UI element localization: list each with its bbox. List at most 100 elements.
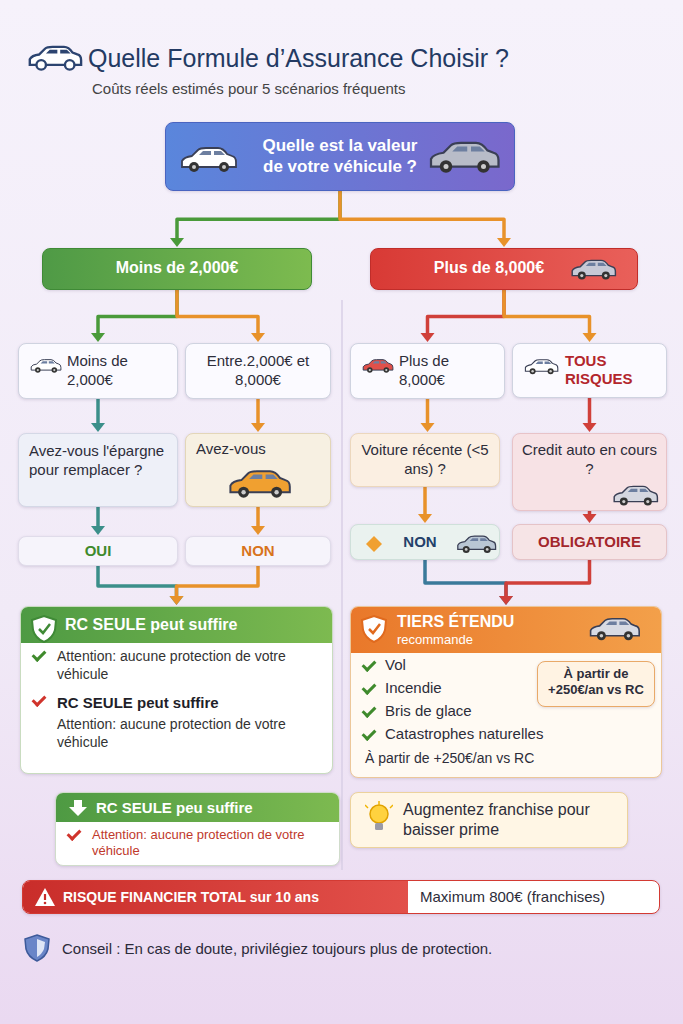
diamond-icon (365, 535, 383, 553)
flow-arrow (583, 511, 597, 523)
connector-line (256, 507, 260, 528)
title-car-icon (30, 47, 81, 70)
flow-box: Entre.2,000€ et 8,000€ (185, 343, 331, 399)
flow-box: Avez-vous (185, 433, 331, 507)
flow-arrow (340, 191, 511, 248)
flow-box: Avez-vous l'épargne pour remplacer ? (18, 433, 178, 507)
flow-arrow (504, 290, 597, 342)
node-text: Avez-vous l'épargne pour remplacer ? (29, 442, 167, 480)
node-text: Credit auto en cours ? (521, 441, 658, 479)
car-icon (29, 358, 62, 375)
flow-arrow (177, 290, 265, 342)
divider-line (341, 300, 343, 870)
arrow-head (251, 423, 265, 432)
node-text: Attention: aucune protection de votre vé… (21, 711, 332, 756)
title: Quelle Formule d’Assurance Choisir ? (88, 44, 509, 73)
arrow-head (170, 596, 184, 605)
connector-line (177, 290, 258, 335)
node-text: OUI (24, 542, 172, 559)
car-icon (455, 534, 497, 555)
arrow-head (91, 526, 105, 535)
warning-icon (34, 887, 56, 907)
flow-arrow (170, 191, 340, 248)
node-text: RC SEULE peut suffire (21, 688, 332, 711)
result-panel: TIERS ÉTENDUrecommandeVolIncendieBris de… (350, 606, 662, 778)
car-icon (611, 484, 659, 508)
connector-line (340, 191, 504, 241)
connector-line (426, 399, 430, 426)
result-panel: RC SEULE peut suffireAttention: aucune p… (20, 606, 333, 774)
lightbulb-icon (365, 801, 393, 837)
connector-line (98, 290, 177, 335)
flow-box: TOUS RISQUES (512, 343, 667, 398)
result-panel: RC SEULE peu suffireAttention: aucune pr… (55, 792, 340, 866)
car-icon (523, 358, 559, 376)
caption: Coûts réels estimés pour 5 scénarios fré… (92, 80, 405, 97)
node-text: Plus de 8,000€ (411, 259, 567, 277)
node-text: Quelle est la valeur de votre véhicule ? (252, 135, 428, 178)
arrow-head (583, 514, 597, 523)
shield-icon (361, 615, 387, 643)
node-text: Moins de 2,000€ (67, 352, 169, 390)
arrow-head (251, 526, 265, 535)
node-text: Augmentez franchise pour baisser prime (403, 800, 617, 840)
node-text: Voiture récente (<5 ans) ? (359, 441, 491, 479)
car-icon (226, 468, 292, 501)
flow-box: À partir de +250€/an vs RC (537, 661, 655, 707)
shield-icon (31, 615, 57, 643)
risk-bar: RISQUE FINANCIER TOTAL sur 10 ansMaximum… (22, 880, 660, 914)
arrow-head (499, 596, 513, 605)
flow-box: Plus de 8,000€ (350, 343, 505, 399)
node-text: Maximum 800€ (franchises) (408, 881, 617, 913)
node-text: Avez-vous (196, 440, 320, 459)
flow-box: NON (350, 524, 500, 560)
connector-line (428, 290, 505, 335)
flow-arrow (170, 566, 259, 605)
node-text: Entre.2,000€ et 8,000€ (194, 352, 322, 390)
connector-line (98, 566, 177, 598)
flow-box: Voiture récente (<5 ans) ? (350, 433, 500, 487)
flow-arrow (583, 398, 597, 432)
node-text: NON (391, 533, 449, 550)
node-text: À partir de +250€/an vs RC (544, 666, 648, 697)
arrow-head (418, 514, 432, 523)
flow-box: Plus de 8,000€ (370, 248, 638, 290)
connector-line (506, 560, 590, 598)
arrow-head (583, 423, 597, 432)
node-text: Plus de 8,000€ (399, 352, 496, 390)
down-arrow-icon (68, 799, 88, 817)
flow-box: OUI (18, 536, 178, 566)
flow-box: Moins de 2,000€ (18, 343, 178, 399)
arrow-head (170, 596, 184, 605)
connector-line (96, 399, 100, 426)
arrow-head (421, 333, 435, 342)
flow-arrow (91, 290, 177, 342)
node-text: RISQUE FINANCIER TOTAL sur 10 ans (23, 881, 408, 913)
arrow-head (91, 333, 105, 342)
car-icon (587, 616, 641, 643)
car-icon (426, 139, 501, 177)
node-text: Moins de 2,000€ (53, 259, 301, 277)
arrow-head (251, 333, 265, 342)
connector-line (504, 290, 590, 335)
arrow-head (499, 596, 513, 605)
flow-arrow (251, 507, 265, 535)
flow-box: OBLIGATOIRE (512, 524, 667, 560)
arrow-head (421, 423, 435, 432)
arrow-head (91, 423, 105, 432)
flow-arrow (499, 560, 590, 605)
flow-arrow (425, 560, 513, 605)
car-icon (569, 258, 617, 282)
connector-line (588, 398, 592, 425)
node-text: Bris de glace (351, 699, 661, 722)
note-text: Conseil : En cas de doute, privilégiez t… (62, 940, 662, 957)
node-text: À partir de +250€/an vs RC (351, 745, 661, 771)
connector-line (423, 487, 427, 517)
flow-arrow (98, 566, 184, 605)
flow-box: Moins de 2,000€ (42, 248, 312, 290)
conseil-shield (25, 935, 49, 961)
node-text: OBLIGATOIRE (521, 533, 658, 550)
connector-line (256, 399, 260, 426)
car-icon (361, 358, 394, 375)
flow-box: NON (185, 536, 331, 566)
